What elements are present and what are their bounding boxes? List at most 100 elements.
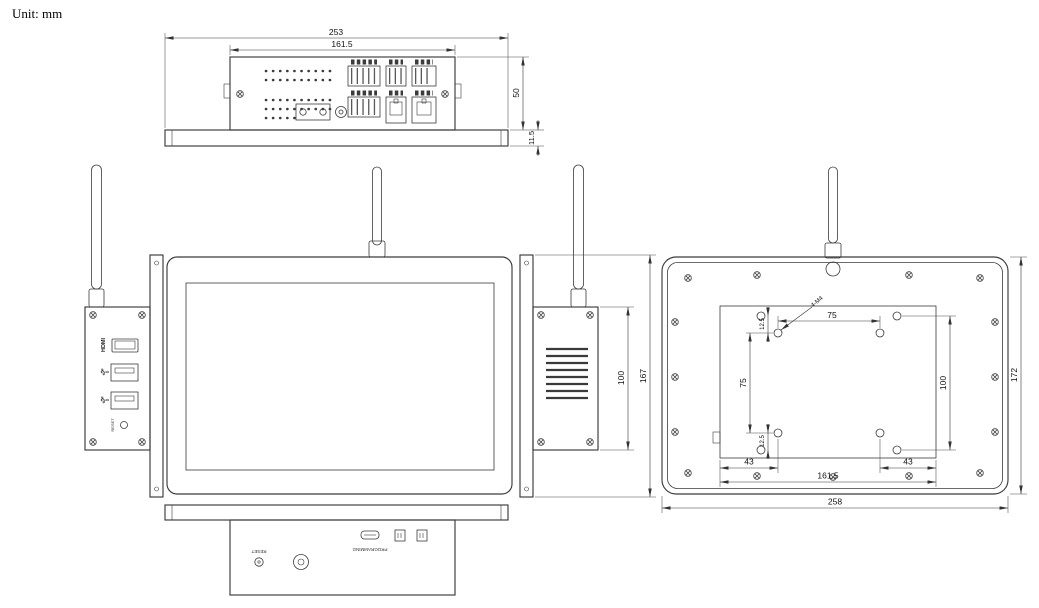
terminal-block-row-1 bbox=[347, 59, 437, 87]
screw-icon bbox=[154, 260, 159, 266]
dim-rear-overall-width: 258 bbox=[661, 496, 1009, 513]
screw-icon bbox=[991, 318, 999, 326]
screw-icon bbox=[154, 486, 159, 492]
power-terminal-connector bbox=[295, 103, 331, 121]
rear-cover-inner-edge bbox=[667, 262, 1003, 489]
antenna bbox=[88, 164, 105, 308]
usb-port bbox=[110, 363, 139, 382]
screw-icon bbox=[586, 311, 594, 319]
screw-icon bbox=[236, 90, 244, 98]
dim-text-43-left: 43 bbox=[744, 457, 754, 467]
screw-icon bbox=[991, 373, 999, 381]
dim-text-43-right: 43 bbox=[903, 457, 913, 467]
antenna bbox=[368, 166, 386, 258]
vesa-hole bbox=[875, 428, 885, 438]
antenna bbox=[570, 164, 587, 308]
reset-hole bbox=[120, 421, 128, 429]
dim-text-100: 100 bbox=[616, 371, 626, 385]
dim-rear-hole-span-top: 75 bbox=[777, 310, 881, 328]
left-side-view: HDMI RESET bbox=[84, 164, 164, 498]
dim-text-253: 253 bbox=[329, 27, 343, 37]
screw-icon bbox=[586, 438, 594, 446]
screw-icon bbox=[524, 486, 529, 492]
dim-text-11-5: 11.5 bbox=[527, 131, 536, 145]
screw-icon bbox=[537, 311, 545, 319]
dim-text-172: 172 bbox=[1009, 368, 1019, 382]
screw-icon bbox=[441, 90, 449, 98]
screw-icon bbox=[671, 318, 679, 326]
screw-icon bbox=[89, 438, 97, 446]
dim-rear-offset-top: 12.5 bbox=[760, 307, 770, 342]
side-flange-edge bbox=[519, 254, 534, 498]
screw-icon bbox=[991, 428, 999, 436]
dim-text-258: 258 bbox=[828, 497, 842, 507]
micro-usb-port bbox=[360, 530, 380, 540]
hdmi-port bbox=[111, 338, 139, 353]
power-jack bbox=[293, 554, 309, 570]
vesa-hole bbox=[756, 445, 766, 455]
vesa-hole bbox=[892, 311, 902, 321]
screw-icon bbox=[671, 373, 679, 381]
rear-cover bbox=[661, 256, 1009, 495]
io-body bbox=[84, 306, 151, 451]
screw-icon bbox=[138, 311, 146, 319]
vesa-hole bbox=[892, 445, 902, 455]
dim-text-167: 167 bbox=[638, 369, 648, 383]
right-side-view: 100 167 bbox=[519, 164, 656, 498]
dim-text-75-top: 75 bbox=[827, 310, 837, 320]
mounting-ear bbox=[223, 83, 231, 99]
side-body bbox=[532, 306, 599, 451]
usb-icon bbox=[100, 368, 109, 376]
dim-text-75-left: 75 bbox=[738, 378, 748, 388]
antenna bbox=[824, 166, 842, 259]
dim-rear-hole-span-right: 100 bbox=[902, 315, 956, 451]
mounting-ear bbox=[454, 83, 462, 99]
dim-text-12-5-top: 12.5 bbox=[760, 318, 766, 330]
dim-rear-bottom-left: 43 bbox=[719, 439, 779, 487]
screw-icon bbox=[976, 469, 984, 477]
display-screen bbox=[185, 282, 495, 471]
side-flange-edge bbox=[149, 254, 164, 498]
io-connector bbox=[394, 529, 406, 542]
hole-callout: 4-M4 bbox=[780, 295, 825, 331]
hole-callout-text: 4-M4 bbox=[810, 295, 825, 309]
vent-grille bbox=[546, 347, 588, 400]
mounting-plate bbox=[719, 305, 937, 459]
dim-rear-offset-bottom: 12.5 bbox=[760, 424, 770, 459]
dim-rear-bottom-right: 43 bbox=[879, 439, 937, 487]
front-view bbox=[166, 166, 513, 495]
rear-view: 4-M4 75 75 100 12.5 bbox=[661, 166, 1027, 513]
screw-icon bbox=[138, 438, 146, 446]
rj45-port bbox=[411, 90, 437, 124]
usb-icon bbox=[100, 396, 109, 404]
dim-text-100-right: 100 bbox=[938, 376, 948, 390]
reset-label: RESET bbox=[110, 418, 115, 432]
dim-top-overall-width: 253 bbox=[164, 27, 509, 128]
reset-label: RESET bbox=[251, 549, 266, 554]
screw-icon bbox=[684, 274, 692, 282]
dim-side-body-height: 100 bbox=[600, 306, 634, 451]
antenna-mount-nut bbox=[825, 261, 841, 277]
dim-rear-bottom-center: 161.5 bbox=[720, 471, 936, 484]
dim-top-body-height: 50 bbox=[457, 56, 529, 131]
screw-icon bbox=[524, 260, 529, 266]
dim-text-50: 50 bbox=[511, 88, 521, 98]
screw-icon bbox=[905, 472, 913, 480]
dim-rear-hole-span-left: 75 bbox=[738, 332, 773, 434]
dim-rear-overall-height: 172 bbox=[1009, 256, 1027, 495]
vesa-hole bbox=[875, 328, 885, 338]
screw-icon bbox=[976, 274, 984, 282]
pin-headers bbox=[264, 69, 332, 120]
bottom-view: RESET PROGRAMMING bbox=[164, 504, 509, 596]
vesa-hole bbox=[756, 311, 766, 321]
vesa-hole bbox=[773, 428, 783, 438]
screw-icon bbox=[671, 428, 679, 436]
screw-icon bbox=[905, 271, 913, 279]
screw-icon bbox=[753, 271, 761, 279]
front-bezel bbox=[166, 256, 513, 495]
hdmi-label: HDMI bbox=[101, 338, 107, 353]
terminal-block-row-2 bbox=[347, 90, 381, 118]
screw-icon bbox=[89, 311, 97, 319]
